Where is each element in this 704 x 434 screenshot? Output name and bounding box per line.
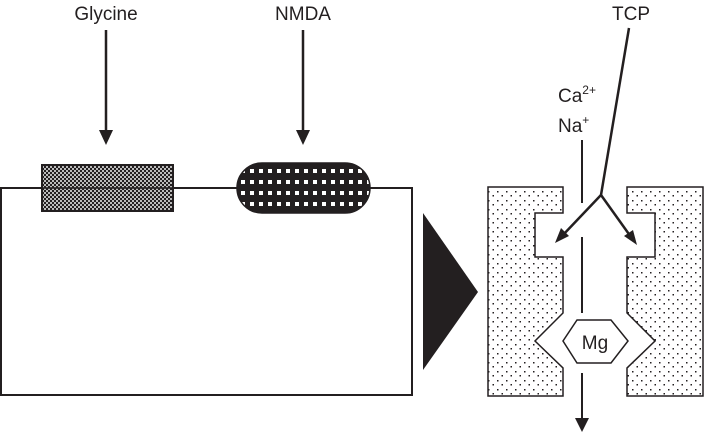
tcp-label: TCP [612,4,650,25]
calcium-label: Ca2+ [558,83,596,107]
channel-wall-left [487,186,564,397]
channel-wall-right [626,186,704,397]
nmda-arrow [296,30,310,145]
magnesium-block: Mg [562,319,629,364]
expand-triangle-icon [423,213,478,370]
cell-membrane-box [0,187,413,396]
glycine-label: Glycine [74,4,137,25]
nmda-binding-site [236,162,371,214]
nmda-label: NMDA [275,4,331,25]
sodium-label: Na+ [558,113,589,137]
tcp-arrow [555,27,637,245]
ion-flow-arrow [575,140,589,432]
glycine-arrow [99,30,113,145]
mg-label: Mg [582,333,608,354]
